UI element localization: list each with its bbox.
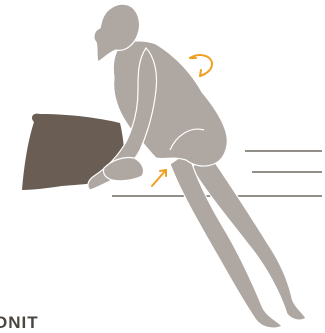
up-arrow-icon: [152, 170, 166, 186]
person-figure-icon: [88, 4, 306, 328]
caption-text: ONIT: [0, 313, 39, 333]
rotate-arrow-icon: [190, 55, 212, 76]
